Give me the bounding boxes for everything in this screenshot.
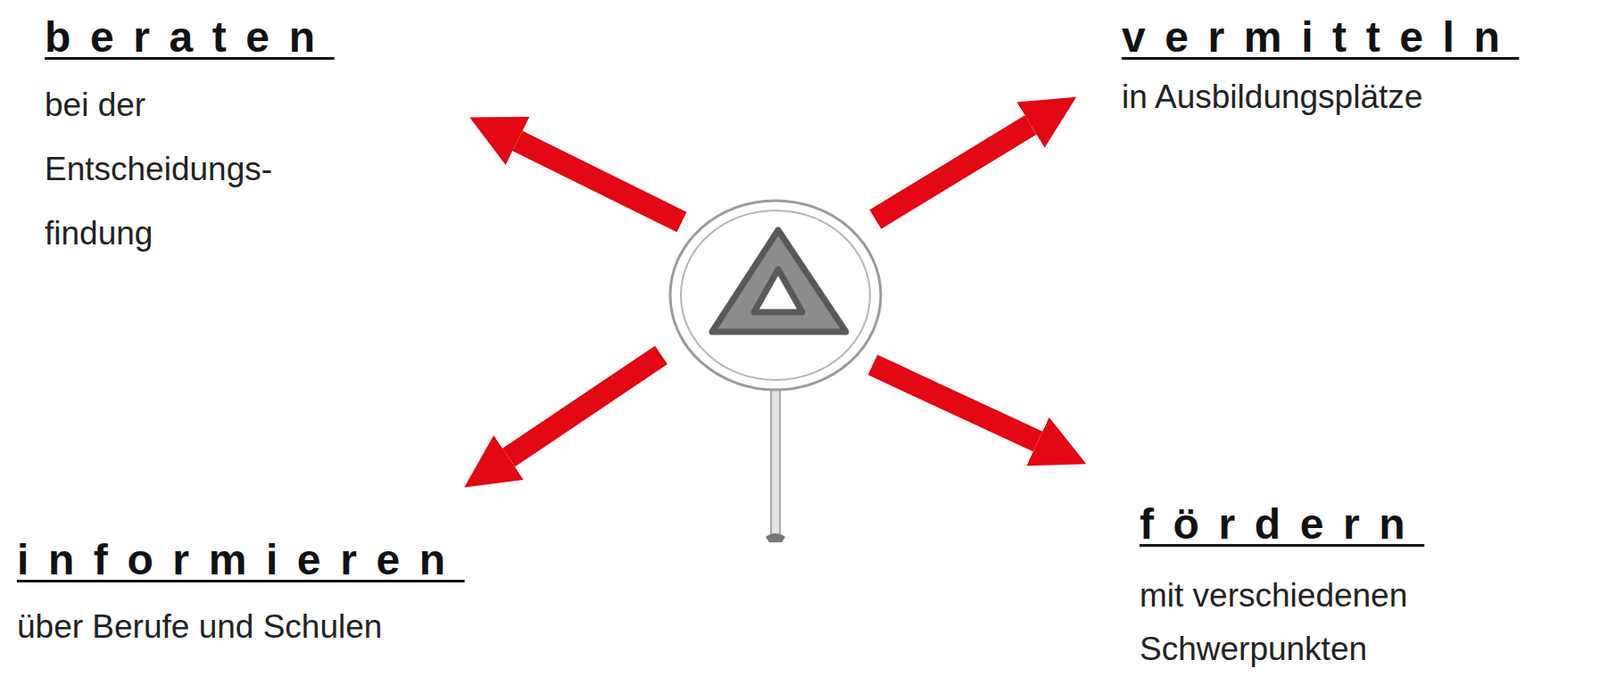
description: mit verschiedenen Schwerpunkten — [1139, 569, 1443, 677]
sign-ring-outer — [670, 200, 881, 390]
text-group: informieren über Berufe und Schulen — [15, 536, 471, 662]
sign-post — [770, 389, 780, 536]
text-group: vermittelnin Ausbildungsplätze — [1119, 13, 1526, 132]
description: in Ausbildungsplätze — [1121, 65, 1524, 130]
red-arrow — [875, 124, 1031, 220]
logo-triangle — [712, 230, 846, 332]
red-arrow — [517, 140, 682, 223]
heading: vermitteln — [1121, 13, 1524, 61]
heading: beraten — [44, 13, 339, 61]
heading: informieren — [16, 536, 469, 584]
description: über Berufe und Schulen — [16, 595, 469, 660]
post-base — [765, 533, 786, 543]
text-group: beraten bei der Entscheidungs- findung — [42, 13, 340, 268]
heading: fördern — [1139, 500, 1447, 548]
description: bei der Entscheidungs- findung — [44, 73, 313, 266]
red-arrow — [508, 355, 662, 458]
text-group: fördern mit verschiedenen Schwerpunkten — [1137, 500, 1449, 679]
sign-ring-inner — [680, 210, 871, 381]
red-arrow — [872, 364, 1038, 442]
